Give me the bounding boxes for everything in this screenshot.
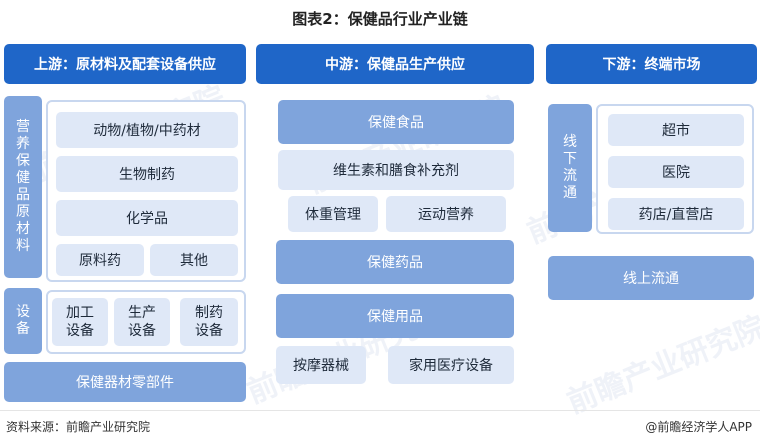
raw-materials-label: 营 养 保 健 品 原 材 料 (4, 96, 42, 278)
downstream-header: 下游：终端市场 (546, 44, 757, 84)
health-food: 保健食品 (278, 100, 514, 144)
health-supplies: 保健用品 (276, 294, 514, 338)
equip-processing: 加工 设备 (52, 298, 108, 346)
offline-pharmacy: 药店/直营店 (608, 198, 744, 230)
raw-item-biopharma: 生物制药 (56, 156, 238, 192)
midstream-header: 中游：保健品生产供应 (256, 44, 534, 84)
raw-item-animal-plant: 动物/植物/中药材 (56, 112, 238, 148)
equip-production: 生产 设备 (114, 298, 170, 346)
massage-devices: 按摩器械 (276, 346, 366, 384)
offline-supermarket: 超市 (608, 114, 744, 146)
source-note: 资料来源：前瞻产业研究院 (6, 420, 151, 434)
raw-item-api: 原料药 (56, 244, 144, 276)
weight-management: 体重管理 (288, 196, 378, 232)
equip-pharma: 制药 设备 (180, 298, 238, 346)
raw-item-other: 其他 (150, 244, 238, 276)
health-drugs: 保健药品 (276, 240, 514, 284)
footer-divider (0, 410, 760, 411)
online-channel: 线上流通 (548, 256, 754, 300)
watermark: 前瞻产业研究院 (562, 309, 760, 421)
vitamins: 维生素和膳食补充剂 (278, 150, 514, 190)
offline-hospital: 医院 (608, 156, 744, 188)
parts-box: 保健器材零部件 (4, 362, 246, 402)
raw-item-chemicals: 化学品 (56, 200, 238, 236)
sports-nutrition: 运动营养 (386, 196, 506, 232)
upstream-header: 上游：原材料及配套设备供应 (4, 44, 246, 84)
brand-note: @前瞻经济学人APP (645, 420, 752, 434)
home-medical-devices: 家用医疗设备 (388, 346, 514, 384)
offline-label: 线 下 流 通 (548, 104, 592, 232)
equipment-label: 设 备 (4, 288, 42, 354)
chart-title: 图表2：保健品行业产业链 (292, 10, 468, 28)
